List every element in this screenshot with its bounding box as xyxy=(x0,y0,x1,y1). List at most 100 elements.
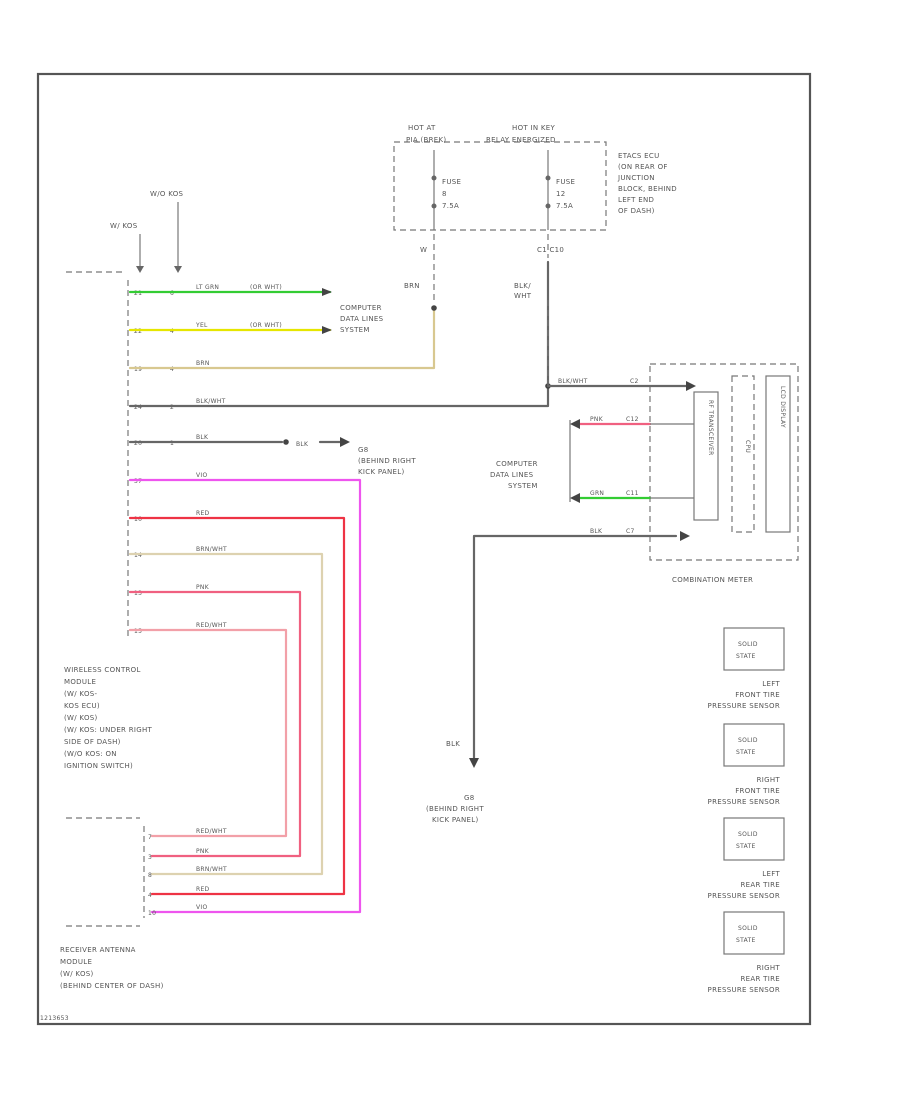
wire-extra-21: (OR WHT) xyxy=(250,284,282,291)
sensor-label-line: PRESSURE SENSOR xyxy=(708,892,780,900)
sensor-box-0 xyxy=(723,627,785,671)
hot-in-key-label-2: RELAY ENERGIZED xyxy=(486,136,556,144)
ground1-arrow xyxy=(340,437,350,447)
arrow-to-data-lines-2 xyxy=(322,326,332,334)
fuse-8-rating: 7.5A xyxy=(442,202,459,210)
antenna-pin-8: 8 xyxy=(148,872,152,879)
wire-label-20: BLK xyxy=(196,434,209,441)
wcm-pin-15: 15 xyxy=(134,628,142,635)
wcm-code-22: 4 xyxy=(170,328,174,335)
antenna-wire-label-8: BRN/WHT xyxy=(196,866,227,873)
fuse-12-rating: 7.5A xyxy=(556,202,573,210)
meter-pin-c7: C7 xyxy=(626,528,635,535)
wire-vio xyxy=(128,478,362,914)
meter-arrow-grn xyxy=(570,493,580,503)
wcm-label: WIRELESS CONTROL MODULE (W/ KOS- KOS ECU… xyxy=(64,666,155,770)
sensor-box-label-a-3: SOLID xyxy=(738,925,758,932)
antenna-pin-3: 3 xyxy=(148,854,152,861)
wire-label-14: BRN/WHT xyxy=(196,546,227,553)
sensor-label-line: REAR TIRE xyxy=(741,975,781,983)
lcd-display-label: LCD DISPLAY xyxy=(779,386,786,428)
wire-red-wht xyxy=(128,628,288,838)
wire-label-10: RED xyxy=(196,510,210,517)
ground-g8-1-label: G8 (BEHIND RIGHT KICK PANEL) xyxy=(358,446,418,476)
cpu-box xyxy=(731,375,755,533)
wire-blk-wht xyxy=(128,260,550,408)
wire-label-22: YEL xyxy=(195,322,208,329)
w-label: W xyxy=(420,246,427,254)
wire-label-37: VIO xyxy=(196,472,208,479)
figure-id: 1213653 xyxy=(40,1015,69,1022)
hot-in-key-label: HOT IN KEY xyxy=(512,124,556,132)
sensor-box-label-a-0: SOLID xyxy=(738,641,758,648)
meter-wire-label-c7: BLK xyxy=(590,528,603,535)
wcm-code-24: 2 xyxy=(170,404,174,411)
kos-label-2: W/O KOS xyxy=(150,190,184,198)
ground-g8-2-label: G8 (BEHIND RIGHT KICK PANEL) xyxy=(426,794,486,824)
wcm-pin-20: 20 xyxy=(134,440,142,447)
sensor-box-label-b-2: STATE xyxy=(736,843,756,850)
meter-wire-label-c11: GRN xyxy=(590,490,604,497)
meter-pin-c2: C2 xyxy=(630,378,639,385)
cpu-label: CPU xyxy=(744,440,751,453)
meter-wire-label-c2: BLK/WHT xyxy=(558,378,588,385)
sensor-label-line: FRONT TIRE xyxy=(735,691,780,699)
sensor-label-line: LEFT xyxy=(762,680,780,688)
lcd-display-box xyxy=(765,375,791,533)
wire-label-13: PNK xyxy=(196,584,210,591)
ground1-blk-label: BLK xyxy=(296,441,309,448)
c-connector-label: C1 C10 xyxy=(537,246,564,254)
ground-g8-2: BLK G8 (BEHIND RIGHT KICK PANEL) xyxy=(426,740,486,824)
wire-brn-wht xyxy=(128,552,324,876)
meter-arrow-c2 xyxy=(686,381,696,391)
combination-meter: RF TRANSCEIVER CPU LCD DISPLAY COMBINATI… xyxy=(649,363,799,584)
wire-pnk xyxy=(128,590,302,858)
antenna-wire-label-7: RED/WHT xyxy=(196,828,227,835)
ground-g8-1: G8 (BEHIND RIGHT KICK PANEL) xyxy=(358,446,418,476)
blk-wht-label: BLK/ xyxy=(514,282,531,290)
wire-label-21: LT GRN xyxy=(196,284,219,291)
power-supply-block: HOT AT PIA (BREK) HOT IN KEY RELAY ENERG… xyxy=(393,124,680,300)
wcm-pin-24: 24 xyxy=(134,404,142,411)
kos-label-1: W/ KOS xyxy=(110,222,138,230)
sensor-label-line: RIGHT xyxy=(757,964,781,972)
wire-brn xyxy=(128,306,436,370)
fuse-8-number: 8 xyxy=(442,190,447,198)
sensor-label-line: RIGHT xyxy=(757,776,781,784)
meter-pin-c11: C11 xyxy=(626,490,639,497)
antenna-label: RECEIVER ANTENNA MODULE (W/ KOS) (BEHIND… xyxy=(60,946,164,990)
antenna-pin-10: 10 xyxy=(148,910,156,917)
fuse-8-label: FUSE xyxy=(442,178,461,186)
meter-wire-label-c12: PNK xyxy=(590,416,604,423)
wcm-code-21: 6 xyxy=(170,290,174,297)
fuse-12: FUSE 12 7.5A xyxy=(545,150,575,230)
sensor-label-line: LEFT xyxy=(762,870,780,878)
sensor-label-line: PRESSURE SENSOR xyxy=(708,798,780,806)
wcm-pin-14: 14 xyxy=(134,552,142,559)
wcm-pin-21: 21 xyxy=(134,290,142,297)
wcm-pin-19: 19 xyxy=(134,366,142,373)
wcm-pin-22: 22 xyxy=(134,328,142,335)
wire-label-24: BLK/WHT xyxy=(196,398,226,405)
ground-blk-label: BLK xyxy=(446,740,460,748)
junction-label: ETACS ECU (ON REAR OF JUNCTION BLOCK, BE… xyxy=(617,152,680,215)
sensor-box-1 xyxy=(723,723,785,767)
wcm-code-19: 4 xyxy=(170,366,174,373)
hot-at-label-2: PIA (BREK) xyxy=(406,136,446,144)
sensor-box-label-b-1: STATE xyxy=(736,749,756,756)
ground2-arrow xyxy=(469,758,479,768)
wcm-pin-13: 13 xyxy=(134,590,142,597)
wire-extra-22: (OR WHT) xyxy=(250,322,282,329)
ground1-dot xyxy=(283,439,289,445)
meter-arrow-c7 xyxy=(680,531,690,541)
wire-red xyxy=(128,516,346,896)
arrow-to-data-lines-1 xyxy=(322,288,332,296)
wcm-code-20: 1 xyxy=(170,440,174,447)
antenna-wire-label-10: VIO xyxy=(196,904,208,911)
